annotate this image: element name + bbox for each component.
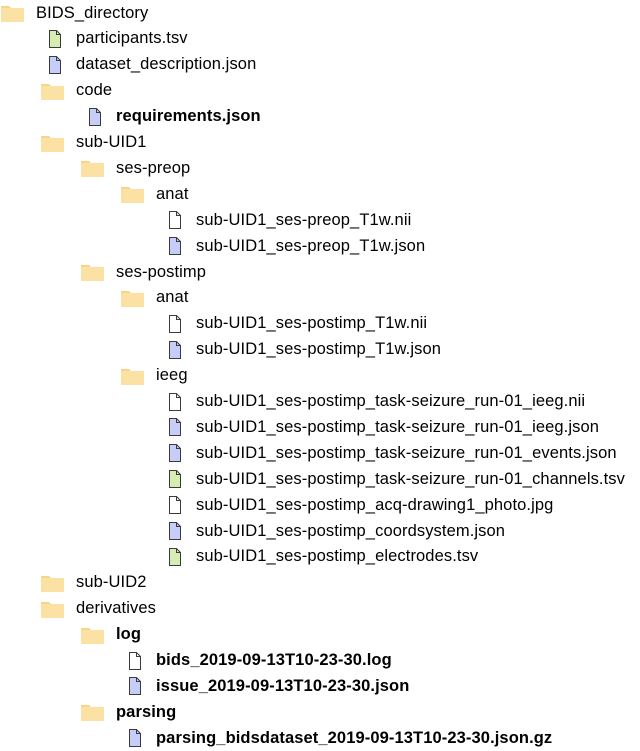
tree-item-label: ses-preop: [116, 158, 191, 177]
tree-item-label: sub-UID1_ses-postimp_task-seizure_run-01…: [196, 392, 586, 410]
folder-icon: [120, 288, 146, 308]
folder-icon: [40, 573, 66, 593]
folder-icon: [80, 625, 106, 645]
file-green-icon: [40, 29, 66, 49]
file-blue-icon: [160, 340, 186, 360]
folder-log[interactable]: log: [80, 622, 141, 648]
file-issue-2019-09-13t10-23-30-json[interactable]: issue_2019-09-13T10-23-30.json: [120, 673, 409, 699]
file-requirements-json[interactable]: requirements.json: [80, 104, 261, 130]
file-sub-uid1-ses-postimp-coordsystem-json[interactable]: sub-UID1_ses-postimp_coordsystem.json: [160, 518, 505, 544]
file-bids-2019-09-13t10-23-30-log[interactable]: bids_2019-09-13T10-23-30.log: [120, 648, 392, 674]
file-sub-uid1-ses-postimp-task-seizure-run-01-events-json[interactable]: sub-UID1_ses-postimp_task-seizure_run-01…: [160, 440, 617, 466]
folder-icon: [120, 184, 146, 204]
folder-anat[interactable]: anat: [120, 285, 189, 311]
tree-item-label: parsing_bidsdataset_2019-09-13T10-23-30.…: [156, 728, 553, 747]
folder-ses-preop[interactable]: ses-preop: [80, 155, 190, 181]
tree-item-label: requirements.json: [116, 107, 261, 126]
tree-item-label: dataset_description.json: [76, 55, 257, 74]
tree-item-label: sub-UID1_ses-postimp_task-seizure_run-01…: [196, 417, 600, 436]
tree-item-label: sub-UID1_ses-postimp_acq-drawing1_photo.…: [196, 495, 554, 514]
file-blue-icon: [160, 417, 186, 437]
tree-item-label: sub-UID1_ses-postimp_T1w.json: [196, 340, 442, 359]
folder-anat[interactable]: anat: [120, 181, 189, 207]
tree-item-label: sub-UID1_ses-postimp_T1w.nii: [196, 314, 428, 333]
file-blue-icon: [160, 521, 186, 541]
tree-item-label: BIDS_directory: [36, 3, 149, 22]
file-blue-icon: [160, 236, 186, 256]
tree-item-label: sub-UID1_ses-preop_T1w.nii: [196, 210, 412, 229]
file-sub-uid1-ses-postimp-acq-drawing1-photo-jpg[interactable]: sub-UID1_ses-postimp_acq-drawing1_photo.…: [160, 492, 553, 518]
tree-item-label: anat: [156, 288, 189, 307]
folder-ses-postimp[interactable]: ses-postimp: [80, 259, 206, 285]
file-sub-uid1-ses-postimp-task-seizure-run-01-ieeg-json[interactable]: sub-UID1_ses-postimp_task-seizure_run-01…: [160, 414, 599, 440]
file-white-icon: [160, 392, 186, 412]
folder-ieeg[interactable]: ieeg: [120, 363, 188, 389]
file-blue-icon: [120, 728, 146, 748]
file-sub-uid1-ses-preop-t1w-json[interactable]: sub-UID1_ses-preop_T1w.json: [160, 233, 425, 259]
folder-sub-uid1[interactable]: sub-UID1: [40, 130, 147, 156]
file-sub-uid1-ses-postimp-t1w-nii[interactable]: sub-UID1_ses-postimp_T1w.nii: [160, 311, 427, 337]
tree-item-label: sub-UID1_ses-postimp_task-seizure_run-01…: [196, 469, 625, 488]
file-participants-tsv[interactable]: participants.tsv: [40, 26, 188, 52]
folder-icon: [40, 133, 66, 153]
file-white-icon: [160, 314, 186, 334]
tree-item-label: sub-UID1_ses-postimp_electrodes.tsv: [196, 547, 479, 566]
tree-item-label: code: [76, 81, 113, 100]
tree-item-label: sub-UID1: [76, 133, 147, 151]
file-white-icon: [160, 210, 186, 230]
file-sub-uid1-ses-postimp-task-seizure-run-01-channels-tsv[interactable]: sub-UID1_ses-postimp_task-seizure_run-01…: [160, 466, 625, 492]
folder-icon: [40, 599, 66, 619]
folder-parsing[interactable]: parsing: [80, 699, 176, 725]
tree-item-label: derivatives: [76, 599, 156, 618]
file-sub-uid1-ses-preop-t1w-nii[interactable]: sub-UID1_ses-preop_T1w.nii: [160, 207, 411, 233]
file-blue-icon: [40, 55, 66, 75]
tree-item-label: ieeg: [156, 366, 188, 385]
folder-icon: [80, 262, 106, 282]
tree-item-label: sub-UID1_ses-postimp_coordsystem.json: [196, 521, 506, 540]
tree-item-label: ses-postimp: [116, 262, 207, 281]
file-blue-icon: [120, 676, 146, 696]
tree-item-label: issue_2019-09-13T10-23-30.json: [156, 676, 410, 695]
folder-icon: [120, 366, 146, 386]
tree-item-label: anat: [156, 184, 189, 203]
folder-code[interactable]: code: [40, 78, 112, 104]
tree-item-label: sub-UID1_ses-preop_T1w.json: [196, 236, 426, 255]
folder-sub-uid2[interactable]: sub-UID2: [40, 570, 147, 596]
tree-item-label: sub-UID1_ses-postimp_task-seizure_run-01…: [196, 443, 617, 462]
file-blue-icon: [160, 443, 186, 463]
folder-icon: [0, 3, 26, 23]
file-green-icon: [160, 547, 186, 567]
tree-item-label: sub-UID2: [76, 573, 147, 592]
tree-item-label: participants.tsv: [76, 29, 188, 48]
tree-item-label: parsing: [116, 702, 177, 721]
file-white-icon: [120, 651, 146, 671]
folder-icon: [80, 158, 106, 178]
file-sub-uid1-ses-postimp-task-seizure-run-01-ieeg-nii[interactable]: sub-UID1_ses-postimp_task-seizure_run-01…: [160, 389, 585, 415]
file-sub-uid1-ses-postimp-electrodes-tsv[interactable]: sub-UID1_ses-postimp_electrodes.tsv: [160, 544, 478, 570]
file-parsing-bidsdataset-2019-09-13t10-23-30-json-gz[interactable]: parsing_bidsdataset_2019-09-13T10-23-30.…: [120, 725, 552, 751]
file-white-icon: [160, 495, 186, 515]
file-blue-icon: [80, 107, 106, 127]
file-sub-uid1-ses-postimp-t1w-json[interactable]: sub-UID1_ses-postimp_T1w.json: [160, 337, 441, 363]
tree-item-label: bids_2019-09-13T10-23-30.log: [156, 651, 392, 669]
file-green-icon: [160, 469, 186, 489]
file-dataset-description-json[interactable]: dataset_description.json: [40, 52, 256, 78]
folder-derivatives[interactable]: derivatives: [40, 596, 156, 622]
tree-item-label: log: [116, 625, 142, 644]
folder-bids-directory[interactable]: BIDS_directory: [0, 0, 148, 26]
folder-icon: [40, 81, 66, 101]
folder-icon: [80, 702, 106, 722]
